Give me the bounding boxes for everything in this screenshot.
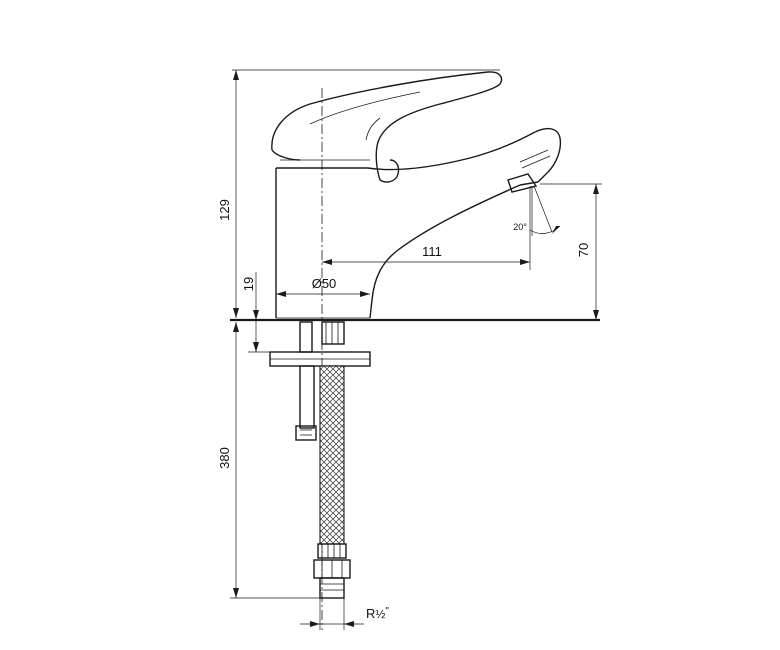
spout-angle-label: 20° [513,222,527,232]
overall-height-label: 129 [217,199,232,221]
dimension-spout-height: 70 [540,183,602,320]
thread-suffix: " [385,606,389,617]
spout-height-label: 70 [576,243,591,257]
mounting-assembly [269,321,371,599]
deck-line [230,317,600,322]
dimension-overall-height: 129 [217,69,500,318]
dimension-spout-angle: 20° [513,185,561,236]
faucet-body [275,127,562,319]
dimension-spout-reach: 111 [322,186,531,270]
hose-length-label: 380 [217,447,232,469]
dimension-thread-size: R½" [300,598,389,630]
spout-reach-label: 111 [422,244,442,259]
thread-size-label: R½" [366,606,389,621]
dimension-base-height: 19 [241,272,270,353]
lever-handle [271,71,503,183]
base-height-label: 19 [241,277,256,291]
thread-fraction: ½ [375,607,385,621]
dimension-base-diameter: Ø50 [276,276,370,297]
dimension-hose-length: 380 [217,322,330,599]
thread-prefix: R [366,606,375,621]
base-diameter-label: Ø50 [312,276,337,291]
